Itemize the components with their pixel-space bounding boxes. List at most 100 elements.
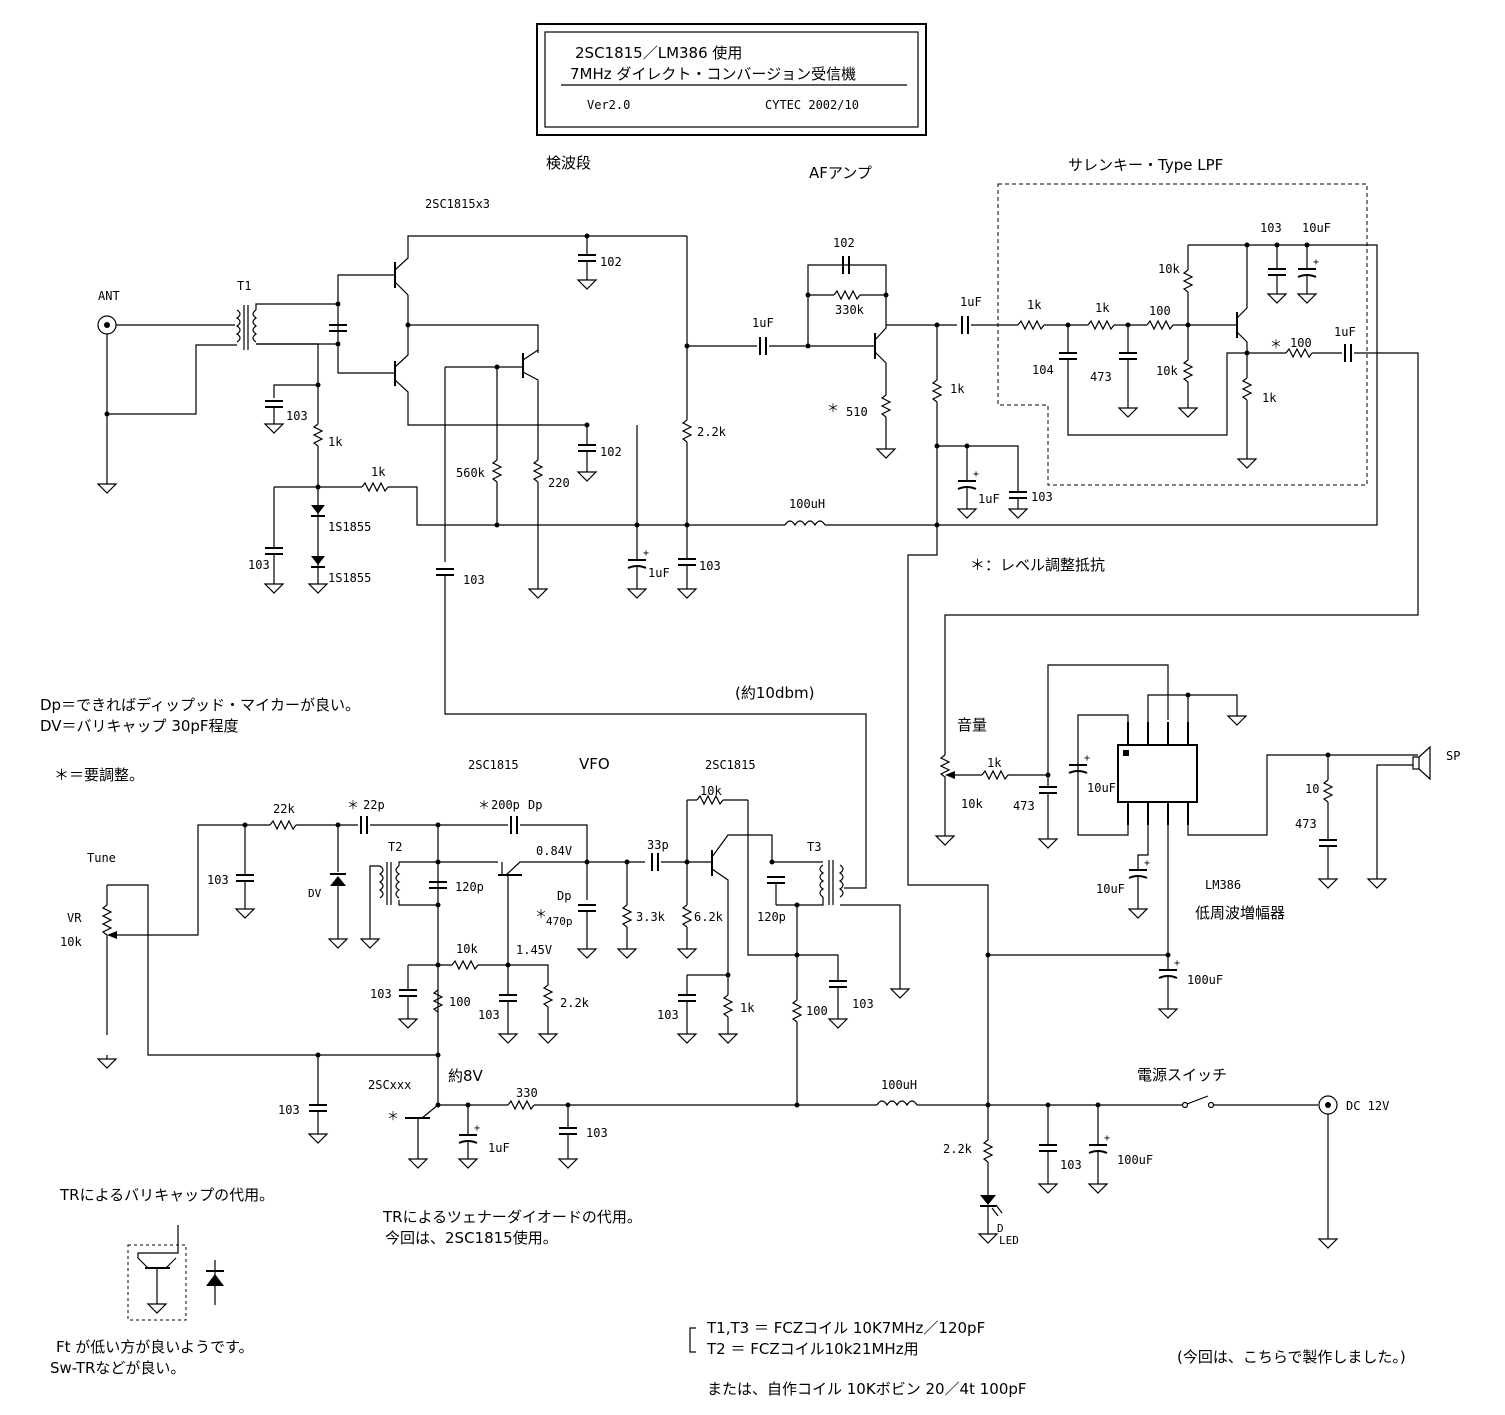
- t2-label: T2: [388, 840, 402, 854]
- adjust-star-lpf: ＊: [1270, 337, 1282, 351]
- c473-sp-label: 473: [1295, 817, 1317, 831]
- dc-jack-icon: [1318, 1095, 1338, 1115]
- t1-label: T1: [237, 279, 251, 293]
- dv-label: DV: [308, 887, 322, 900]
- vfo-tr2-label: 2SC1815: [705, 758, 756, 772]
- adjust-star-200p: ＊: [478, 798, 490, 812]
- title-line2: 7MHz ダイレクト・コンバージョン受信機: [570, 65, 856, 83]
- version-label: Ver2.0: [587, 98, 630, 112]
- ft-note2: Sw-TRなどが良い。: [50, 1359, 185, 1377]
- c103-l-label: 103: [1260, 221, 1282, 235]
- r1k-af-label: 1k: [950, 382, 965, 396]
- c103-v2-label: 103: [478, 1008, 500, 1022]
- c102c-label: 102: [833, 236, 855, 250]
- r100-l-label: 100: [1149, 304, 1171, 318]
- r3-3k-label: 3.3k: [636, 910, 666, 924]
- r220-label: 220: [548, 476, 570, 490]
- d1-label: 1S1855: [328, 520, 371, 534]
- c1uf-det-label: 1uF: [648, 566, 670, 580]
- c103-12-label: 103: [1060, 1158, 1082, 1172]
- level-adjust-note: ＊：レベル調整抵抗: [970, 556, 1105, 574]
- dv-note: DV＝バリキャップ 30pF程度: [40, 717, 239, 735]
- level-note: (約10dbm): [735, 684, 814, 702]
- coil-note2: T2 ＝ FCZコイル10k21MHz用: [706, 1340, 919, 1358]
- approx-8v-label: 約8V: [448, 1067, 484, 1085]
- led-label: LED: [999, 1234, 1019, 1247]
- t2-transformer: [378, 862, 401, 905]
- detector-tr-q2: [394, 325, 587, 426]
- c100uf-lm-label: 100uF: [1187, 973, 1223, 987]
- c103-t1-label: 103: [286, 409, 308, 423]
- title-block: 2SC1815／LM386 使用 7MHz ダイレクト・コンバージョン受信機 V…: [536, 23, 927, 136]
- c103-v1-label: 103: [370, 987, 392, 1001]
- r6-2k-label: 6.2k: [694, 910, 724, 924]
- lpf-boundary: [997, 183, 1368, 486]
- vfo-transistor-1: [498, 861, 587, 965]
- tune-pot: [101, 885, 113, 1035]
- power-switch-label: 電源スイッチ: [1137, 1066, 1227, 1084]
- c102b-label: 102: [600, 445, 622, 459]
- r1k-a-label: 1k: [328, 435, 343, 449]
- varicap-sub-note: TRによるバリキャップの代用。: [59, 1186, 274, 1204]
- c120p-b-label: 120p: [757, 910, 786, 924]
- r100-v-label: 100: [449, 995, 471, 1009]
- vfo-heading: VFO: [579, 755, 610, 773]
- af-amp-transistor: [874, 325, 887, 395]
- volume-pot: [939, 754, 951, 832]
- zener-sub-note1: TRによるツェナーダイオードの代用。: [382, 1208, 642, 1226]
- dp-note: Dp＝できればディップッド・マイカーが良い。: [40, 696, 360, 714]
- adjust-star-af: ＊: [827, 401, 839, 415]
- lpf-transistor: [1236, 245, 1248, 353]
- tr-2scxxx-label: 2SCxxx: [368, 1078, 411, 1092]
- c103-dec-label: 103: [1031, 490, 1053, 504]
- dp-label: Dp: [557, 889, 571, 903]
- r1k-b-label: 1k: [371, 465, 386, 479]
- power-switch-icon[interactable]: [1181, 1095, 1215, 1109]
- c103-d-label: 103: [248, 558, 270, 572]
- c200p-label: 200p: [491, 798, 520, 812]
- l100uh-bot-label: 100uH: [881, 1078, 917, 1092]
- c100uf-12-label: 100uF: [1117, 1153, 1153, 1167]
- c473-vol-label: 473: [1013, 799, 1035, 813]
- c22p-label: 22p: [363, 798, 385, 812]
- lpf-heading: サレンキー・Type LPF: [1068, 156, 1223, 174]
- r1k-l2-label: 1k: [1095, 301, 1110, 315]
- vr-label: VR: [67, 911, 82, 925]
- vfo-transistor-2: [711, 834, 773, 975]
- c1uf-dec-label: 1uF: [978, 492, 1000, 506]
- coil-note3: または、自作コイル 10Kボビン 20／4t 100pF: [707, 1380, 1027, 1398]
- led-icon: [980, 1195, 1003, 1217]
- varicap-dv: [330, 873, 346, 886]
- volume-label: 音量: [957, 716, 987, 734]
- c33p-label: 33p: [647, 838, 669, 852]
- coil-note-made: (今回は、こちらで製作しました。): [1177, 1348, 1406, 1366]
- l100uh-top-label: 100uH: [789, 497, 825, 511]
- c103-v4-label: 103: [852, 997, 874, 1011]
- zener-sub-note2: 今回は、2SC1815使用。: [385, 1229, 558, 1247]
- c103-v3-label: 103: [657, 1008, 679, 1022]
- r2-2k-v-label: 2.2k: [560, 996, 590, 1010]
- varicap-sub-diagram: [127, 1225, 224, 1321]
- v145-label: 1.45V: [516, 943, 552, 957]
- sp-label: SP: [1446, 749, 1460, 763]
- c473-label: 473: [1090, 370, 1112, 384]
- c102a-label: 102: [600, 255, 622, 269]
- lm386-desc: 低周波増幅器: [1195, 904, 1285, 922]
- adjust-star-22p: ＊: [347, 798, 359, 812]
- adj-note: ＊＝要調整。: [54, 766, 144, 784]
- r22k-label: 22k: [273, 802, 295, 816]
- speaker-icon: [1412, 745, 1431, 781]
- dc-input-label: DC 12V: [1346, 1099, 1389, 1113]
- ft-note1: Ft が低い方が良いようです。: [56, 1338, 253, 1356]
- c103-pw-label: 103: [278, 1103, 300, 1117]
- r2-2k-led-label: 2.2k: [943, 1142, 973, 1156]
- c103-t-label: 103: [207, 873, 229, 887]
- vol10k-label: 10k: [961, 797, 983, 811]
- r510-label: 510: [846, 405, 868, 419]
- detector-heading: 検波段: [546, 154, 591, 172]
- r560k-label: 560k: [456, 466, 486, 480]
- detector-transistor-label: 2SC1815x3: [425, 197, 490, 211]
- r10k-fb-label: 10k: [700, 784, 722, 798]
- c1uf-z-label: 1uF: [488, 1141, 510, 1155]
- c10uf-lm1-label: 10uF: [1087, 781, 1116, 795]
